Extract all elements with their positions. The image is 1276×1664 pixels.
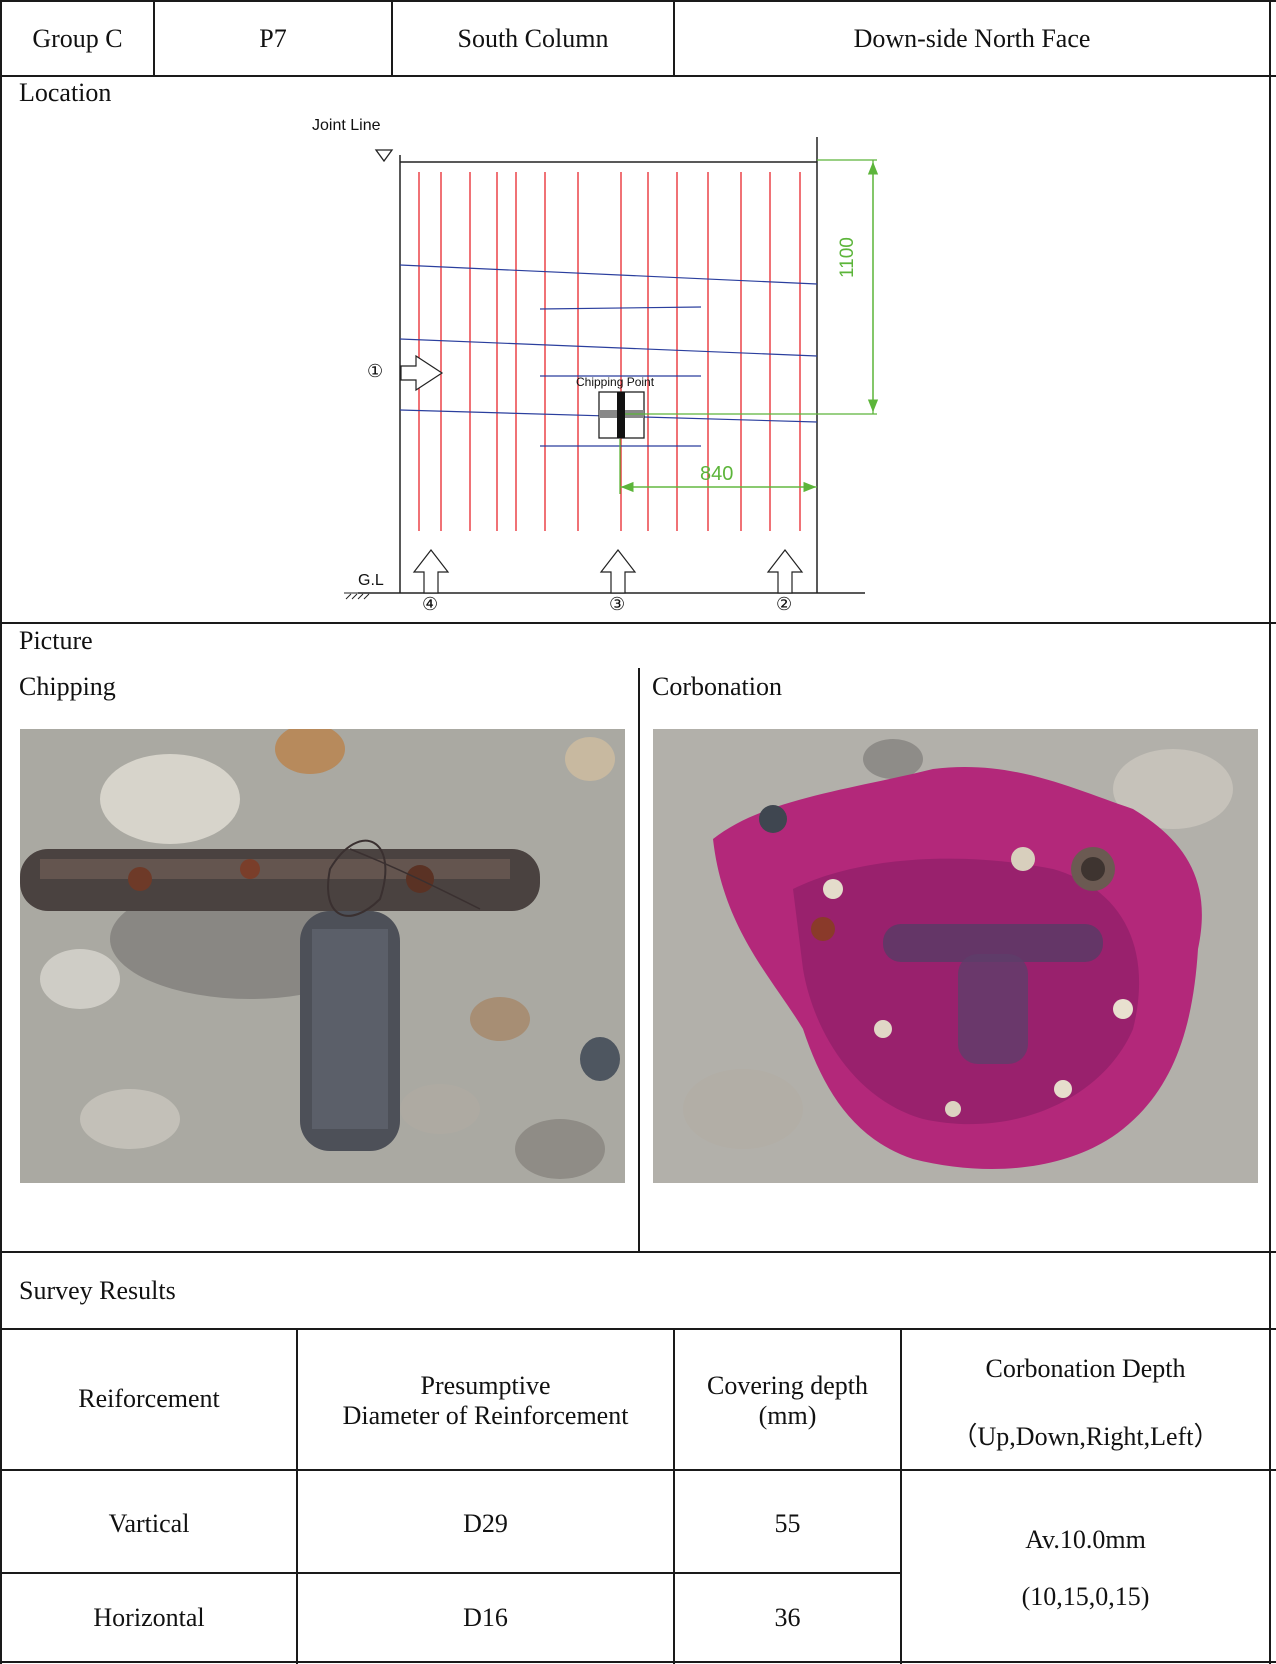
header-bottom [0, 75, 1276, 77]
table-row-sep [0, 1572, 901, 1574]
view-marker-1: ① [367, 361, 384, 381]
header-member: South Column [457, 24, 609, 53]
picture-bottom [0, 1251, 1276, 1253]
view-arrow-right-icon [400, 354, 444, 392]
location-label: Location [19, 78, 112, 107]
col-cover-line2: (mm) [758, 1401, 817, 1430]
dimension-vertical [625, 159, 879, 415]
table-vsep-1 [296, 1328, 298, 1664]
carbonation-photo [653, 729, 1258, 1183]
border-right [1269, 0, 1271, 1664]
row-horizontal-cover: 36 [774, 1603, 801, 1632]
survey-label-bottom [0, 1328, 1276, 1330]
picture-label: Picture [19, 626, 93, 655]
row-horizontal-diameter: D16 [463, 1603, 508, 1632]
joint-line-label: Joint Line [312, 117, 381, 134]
ground-hatch-icon [344, 592, 372, 600]
border-bottom [0, 1661, 1276, 1663]
view-arrow-up-icon [766, 549, 804, 594]
col-reinforcement: Reiforcement [78, 1384, 220, 1413]
survey-label: Survey Results [19, 1276, 176, 1305]
header-face: Down-side North Face [853, 24, 1091, 53]
border-top [0, 0, 1276, 2]
col-carbonation-line1: Corbonation Depth [985, 1354, 1186, 1383]
row-vertical-type: Vartical [108, 1509, 190, 1538]
view-arrow-up-icon [412, 549, 450, 594]
border-left [0, 0, 2, 1664]
header-sep-2 [391, 0, 393, 76]
chipping-point-icon [598, 391, 645, 439]
dimension-horizontal [619, 439, 817, 494]
view-marker-2: ② [776, 594, 793, 614]
table-vsep-2 [673, 1328, 675, 1664]
col-diameter-line1: Presumptive [420, 1371, 551, 1400]
carbonation-caption: Corbonation [652, 672, 782, 701]
carbonation-average: Av.10.0mm [1025, 1525, 1146, 1554]
header-sep-3 [673, 0, 675, 76]
header-pier: P7 [259, 24, 287, 53]
gl-label: G.L [358, 572, 384, 589]
horizontal-rebar [399, 338, 818, 357]
chipping-point-label: Chipping Point [576, 375, 655, 389]
joint-line-triangle-icon [374, 149, 394, 163]
header-group: Group C [32, 24, 123, 53]
horizontal-rebar [399, 264, 818, 285]
location-diagram [344, 137, 879, 600]
view-arrow-up-icon [599, 549, 637, 594]
chipping-caption: Chipping [19, 672, 116, 701]
table-header-bottom [0, 1469, 1276, 1471]
dim-840-label: 840 [700, 463, 734, 485]
location-bottom [0, 622, 1276, 624]
horizontal-rebar [539, 306, 702, 310]
col-diameter-line2: Diameter of Reinforcement [342, 1401, 629, 1430]
view-marker-4: ④ [422, 594, 439, 614]
vertical-rebars [418, 172, 801, 531]
dim-1100-label: 1100 [837, 237, 858, 278]
row-horizontal-type: Horizontal [93, 1603, 205, 1632]
row-vertical-diameter: D29 [463, 1509, 508, 1538]
row-vertical-cover: 55 [774, 1509, 801, 1538]
col-cover-line1: Covering depth [706, 1371, 869, 1400]
view-marker-3: ③ [609, 594, 626, 614]
table-vsep-3 [900, 1328, 902, 1664]
col-carbonation-line2: （Up,Down,Right,Left） [951, 1422, 1220, 1451]
carbonation-values: (10,15,0,15) [1021, 1582, 1150, 1611]
chipping-photo [20, 729, 625, 1183]
header-sep-1 [153, 0, 155, 76]
picture-divider [638, 668, 640, 1251]
